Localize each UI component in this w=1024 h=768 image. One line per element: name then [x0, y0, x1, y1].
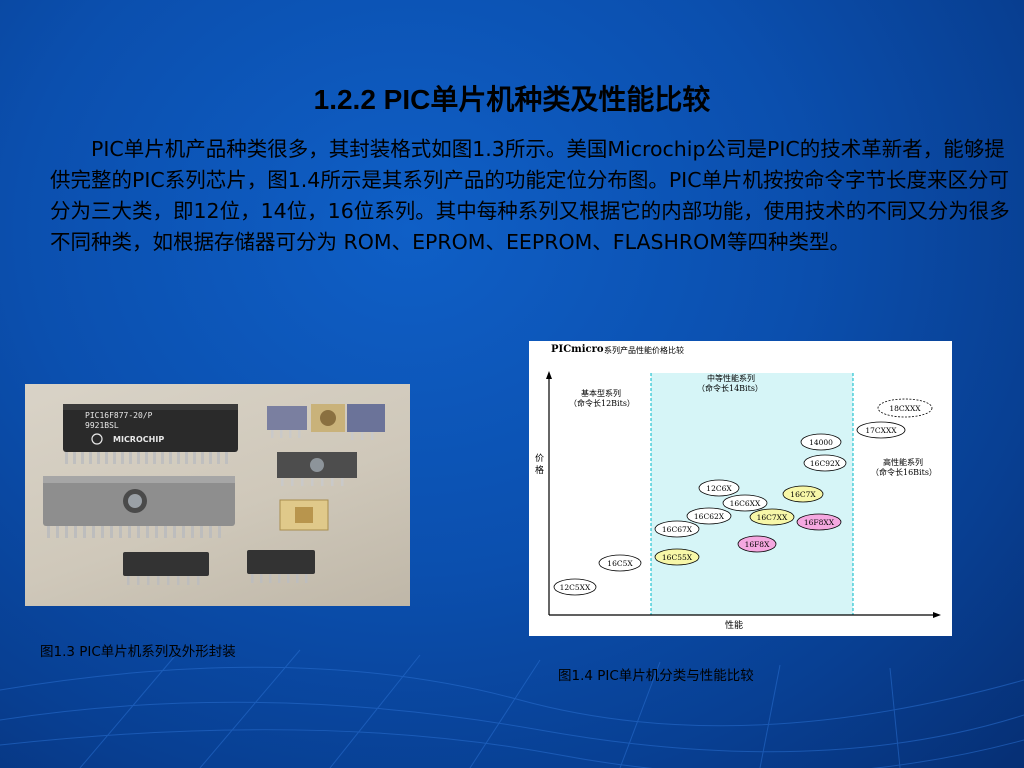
chip-ellipse-14000 — [800, 433, 842, 451]
chip-label-16c6xx: 16C6XX — [730, 499, 761, 508]
dip18-chip-a — [123, 552, 209, 585]
ceramic-chip-c — [277, 452, 357, 486]
figure-1-3-caption: 图1.3 PIC单片机系列及外形封装 — [40, 644, 236, 660]
y-axis-label-2: 格 — [535, 464, 544, 476]
chart-brand: PICmicro — [551, 344, 604, 355]
pic-family-chart: PICmicro 系列产品性能价格比较 价 格 性能 基本型系列 （命令长12B… — [529, 341, 952, 636]
group-mid-sub: （命令长14Bits） — [697, 383, 763, 393]
gold-square-chip — [279, 499, 329, 531]
top-chip-brand: MICROCHIP — [113, 435, 164, 444]
figure-1-4-caption: 图1.4 PIC单片机分类与性能比较 — [558, 668, 754, 684]
group-high-label: 高性能系列 — [883, 457, 923, 467]
top-chip-label: PIC16F877-20/P — [85, 411, 153, 420]
chip-ellipse-16f8xx — [796, 513, 842, 531]
chip-ellipse-16c67x — [654, 520, 700, 538]
chip-ellipse-12c6x — [698, 479, 740, 497]
chip-label-14000: 14000 — [809, 438, 833, 447]
chip-ellipse-16c62x — [686, 507, 732, 525]
chip-label-16c7xx: 16C7XX — [757, 513, 788, 522]
chip-label-16f8xx: 16F8XX — [804, 518, 835, 527]
ceramic-chip-a — [267, 406, 307, 438]
chip-ellipse-12c5xx — [553, 578, 597, 596]
chip-label-12c5xx: 12C5XX — [560, 583, 591, 592]
chip-label-12c6x: 12C6X — [706, 484, 732, 493]
top-chip-code: 9921BSL — [85, 421, 119, 430]
chip-ellipse-16f8x — [737, 535, 777, 553]
chart-header-title: 系列产品性能价格比较 — [604, 345, 684, 355]
group-basic-label: 基本型系列 — [581, 388, 621, 398]
chip-ellipse-18cxxx — [877, 398, 933, 418]
chip-ellipse-17cxxx — [856, 421, 906, 439]
chip-ellipse-16c5x — [598, 554, 642, 572]
chip-label-16c5x: 16C5X — [607, 559, 633, 568]
chip-label-16c92x: 16C92X — [810, 459, 841, 468]
chip-label-16f8x: 16F8X — [745, 540, 771, 549]
dip18-chip-b — [247, 550, 315, 583]
x-axis-label: 性能 — [725, 619, 743, 631]
chip-ellipse-16c7x — [782, 485, 824, 503]
group-high-sub: （命令长16Bits） — [871, 467, 937, 477]
group-mid-label: 中等性能系列 — [707, 373, 755, 383]
dip40-window-chip — [43, 476, 235, 538]
chip-label-16c62x: 16C62X — [694, 512, 725, 521]
chip-ellipse-16c6xx — [722, 494, 768, 512]
body-paragraph: PIC单片机产品种类很多，其封装格式如图1.3所示。美国Microchip公司是… — [50, 137, 1010, 254]
y-axis-label-1: 价 — [535, 453, 544, 464]
group-basic-sub: （命令长12Bits） — [569, 398, 635, 408]
chip-label-16c55x: 16C55X — [662, 553, 693, 562]
ceramic-chip-gold — [311, 404, 345, 432]
chip-ellipse-16c55x — [654, 548, 700, 566]
slide-title: 1.2.2 PIC单片机种类及性能比较 — [313, 84, 711, 115]
chip-package-photo: PIC16F877-20/P 9921BSL MICROCHIP — [25, 384, 410, 606]
ceramic-chip-b — [347, 404, 385, 440]
chip-ellipse-16c7xx — [749, 508, 795, 526]
chip-label-16c67x: 16C67X — [662, 525, 693, 534]
dip40-chip-top: PIC16F877-20/P 9921BSL MICROCHIP — [63, 404, 238, 464]
chip-label-17cxxx: 17CXXX — [865, 426, 897, 435]
chip-label-16c7x: 16C7X — [790, 490, 816, 499]
chip-ellipse-16c92x — [803, 454, 847, 472]
chip-label-18cxxx: 18CXXX — [889, 404, 921, 413]
